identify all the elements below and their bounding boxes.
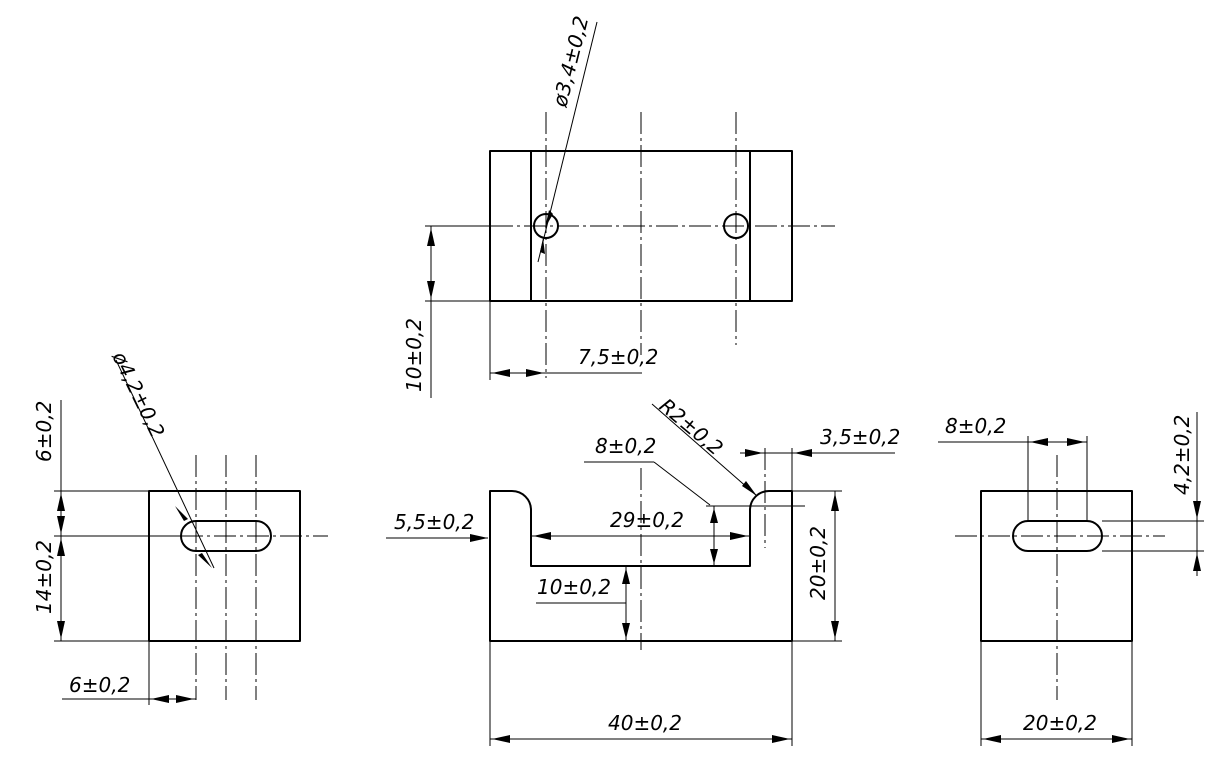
- top-view: ø3,4±0,2 10±0,2 7,5±0,2: [402, 14, 835, 398]
- floor-arrow-top: [622, 568, 630, 584]
- left-view-top-arrow-2: [57, 516, 65, 534]
- left-view-slot: [180, 520, 272, 552]
- hole-height-arrow-top: [427, 228, 435, 246]
- floor-arrow-bottom: [622, 623, 630, 639]
- front-view: R2±0,2 8±0,2 3,5±0,2 5,5±0,2 29±0,2 10±0…: [386, 393, 900, 746]
- right-slot-height-arrow-top: [1193, 501, 1201, 519]
- left-view: ø4,2±0,2 6±0,2 14±0,2 6±0,2: [32, 347, 328, 705]
- width-arrow-right: [772, 735, 790, 743]
- right-slot-height-label: 4,2±0,2: [1170, 415, 1194, 495]
- radius-label: R2±0,2: [655, 393, 728, 460]
- hole-diameter-arrow-2: [540, 238, 545, 254]
- slot-width-label: 29±0,2: [610, 508, 684, 532]
- hole-width-arrow-left: [492, 369, 510, 377]
- width-label: 40±0,2: [608, 711, 682, 735]
- right-slot-height-arrow-bottom: [1193, 553, 1201, 571]
- right-view: 8±0,2 4,2±0,2 20±0,2: [938, 412, 1204, 746]
- width-arrow-left: [492, 735, 510, 743]
- height-arrow-top: [831, 493, 839, 511]
- right-width-label: 20±0,2: [1023, 711, 1097, 735]
- radius-leader: [651, 403, 758, 497]
- hole-width-label: 7,5±0,2: [578, 345, 658, 369]
- left-view-hole-leader: [115, 359, 215, 569]
- right-wall-arrow-1: [745, 449, 763, 457]
- left-view-top-arrow-1: [57, 493, 65, 511]
- left-view-height-arrow-1: [57, 538, 65, 556]
- right-slot-width-label: 8±0,2: [945, 414, 1006, 438]
- right-width-arrow-left: [983, 735, 1001, 743]
- radius-arrow: [742, 481, 757, 496]
- front-view-outline: [489, 490, 793, 642]
- right-slot-arrow-right: [1067, 438, 1085, 446]
- left-view-hole-label: ø4,2±0,2: [107, 347, 170, 442]
- depth-leader-2: [653, 461, 711, 506]
- left-wall-label: 5,5±0,2: [394, 510, 474, 534]
- hole-height-label: 10±0,2: [402, 318, 426, 392]
- depth-label: 8±0,2: [595, 434, 656, 458]
- right-wall-arrow-2: [794, 449, 812, 457]
- left-view-outline: [148, 490, 301, 642]
- right-wall-label: 3,5±0,2: [820, 425, 900, 449]
- hole-height-arrow-bottom: [427, 281, 435, 299]
- left-view-hole-arrow-1: [175, 506, 188, 521]
- left-view-hole-arrow-2: [198, 553, 212, 568]
- left-view-height-arrow-2: [57, 621, 65, 639]
- height-label: 20±0,2: [806, 526, 830, 600]
- left-view-top-label: 6±0,2: [32, 401, 56, 462]
- hole-diameter-arrow: [545, 210, 553, 228]
- floor-label: 10±0,2: [537, 575, 611, 599]
- height-arrow-bottom: [831, 621, 839, 639]
- right-width-arrow-right: [1112, 735, 1130, 743]
- right-view-slot: [1012, 520, 1103, 552]
- hole-width-arrow-right: [526, 369, 544, 377]
- left-view-offset-arrow-2: [176, 695, 194, 703]
- left-view-height-label: 14±0,2: [32, 540, 56, 614]
- slot-width-arrow-left: [533, 532, 551, 540]
- depth-arrow-top: [710, 508, 718, 523]
- slot-width-arrow-right: [730, 532, 748, 540]
- left-view-offset-label: 6±0,2: [69, 673, 130, 697]
- depth-arrow-bottom: [710, 549, 718, 564]
- hole-diameter-label: ø3,4±0,2: [547, 14, 593, 111]
- left-view-offset-arrow-1: [151, 695, 169, 703]
- right-slot-arrow-left: [1030, 438, 1048, 446]
- left-wall-arrow: [470, 534, 488, 542]
